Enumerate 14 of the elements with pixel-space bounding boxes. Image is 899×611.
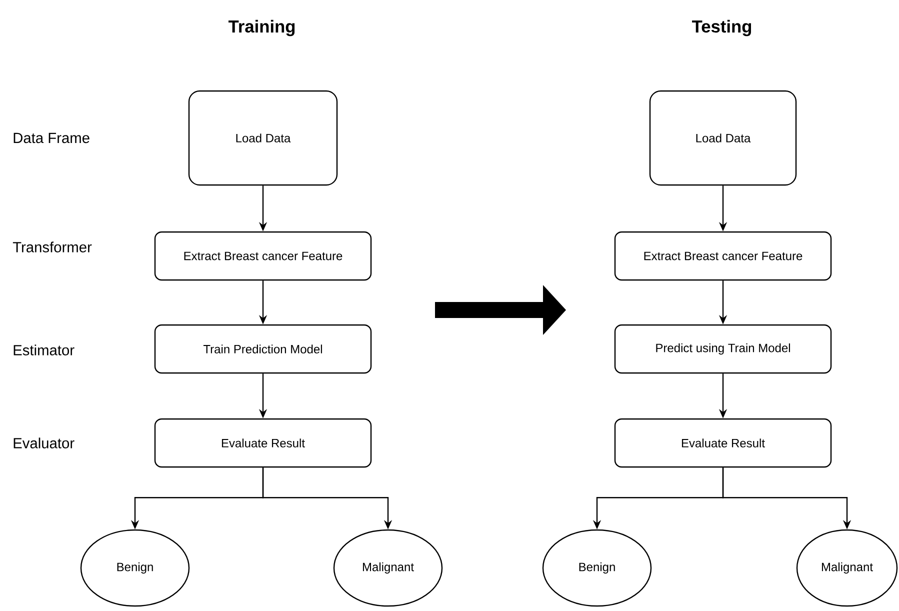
stage-label: Transformer xyxy=(12,242,92,252)
process-box: Extract Breast cancer Feature xyxy=(154,231,372,281)
column-title: Training xyxy=(228,20,295,36)
process-box: Predict using Train Model xyxy=(614,324,832,374)
stage-label: Estimator xyxy=(14,344,74,356)
process-box: Load Data xyxy=(188,90,338,186)
process-box: Load Data xyxy=(649,90,797,186)
process-box: Evaluate Result xyxy=(614,418,832,468)
stage-label: Evaluator xyxy=(14,438,74,448)
stage-label: Data Frame xyxy=(14,132,90,144)
process-box: Extract Breast cancer Feature xyxy=(614,231,832,281)
column-title: Testing xyxy=(692,20,752,36)
process-box: Evaluate Result xyxy=(154,418,372,468)
process-box: Train Prediction Model xyxy=(154,324,372,374)
